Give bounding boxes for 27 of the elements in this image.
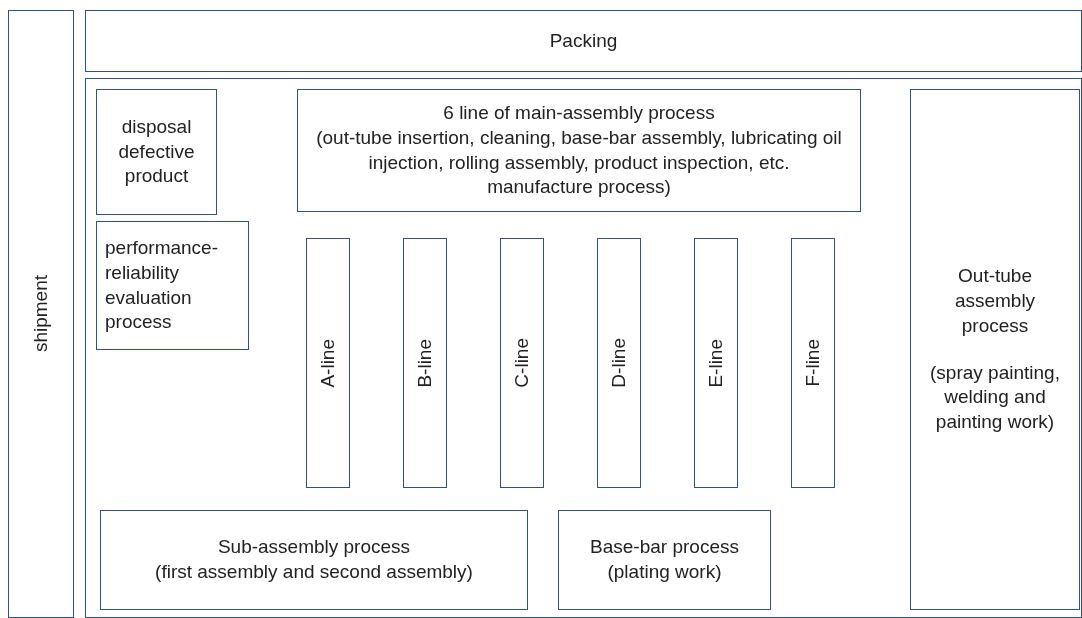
node-label: C-line (509, 338, 533, 388)
node-label: Out-tube assembly process (953, 264, 1037, 338)
process-box (297, 89, 861, 212)
node-label: 6 line of main-assembly process (443, 101, 715, 126)
node-label: Sub-assembly process (217, 535, 411, 560)
node-label: performance-reliability evaluation process (105, 236, 219, 335)
production-area (85, 78, 1082, 618)
process-box (910, 89, 1080, 610)
process-box (96, 221, 249, 350)
node-detail: (first assembly and second assembly) (155, 560, 473, 584)
node-detail: (spray painting, welding and painting work) (929, 360, 1061, 434)
process-box (100, 510, 528, 610)
node-label: shipment (28, 275, 52, 353)
node-label: disposal defective product (117, 114, 196, 189)
node-label: Base-bar process (590, 535, 739, 560)
packing-area (85, 10, 1082, 72)
node-label: E-line (703, 338, 727, 388)
node-label: F-line (800, 339, 824, 387)
node-detail: (plating work) (607, 560, 722, 584)
process-box (558, 510, 771, 610)
shipment-area (8, 10, 74, 618)
node-label: D-line (606, 338, 630, 388)
process-box (96, 89, 217, 215)
node-detail: (out-tube insertion, cleaning, base-bar assembly, lubricating oil injection, rolling assembly, product inspection, etc. manufacture process) (315, 125, 843, 200)
node-label: B-line (412, 338, 436, 388)
node-label: A-line (315, 338, 339, 388)
node-label: Packing (549, 28, 618, 53)
